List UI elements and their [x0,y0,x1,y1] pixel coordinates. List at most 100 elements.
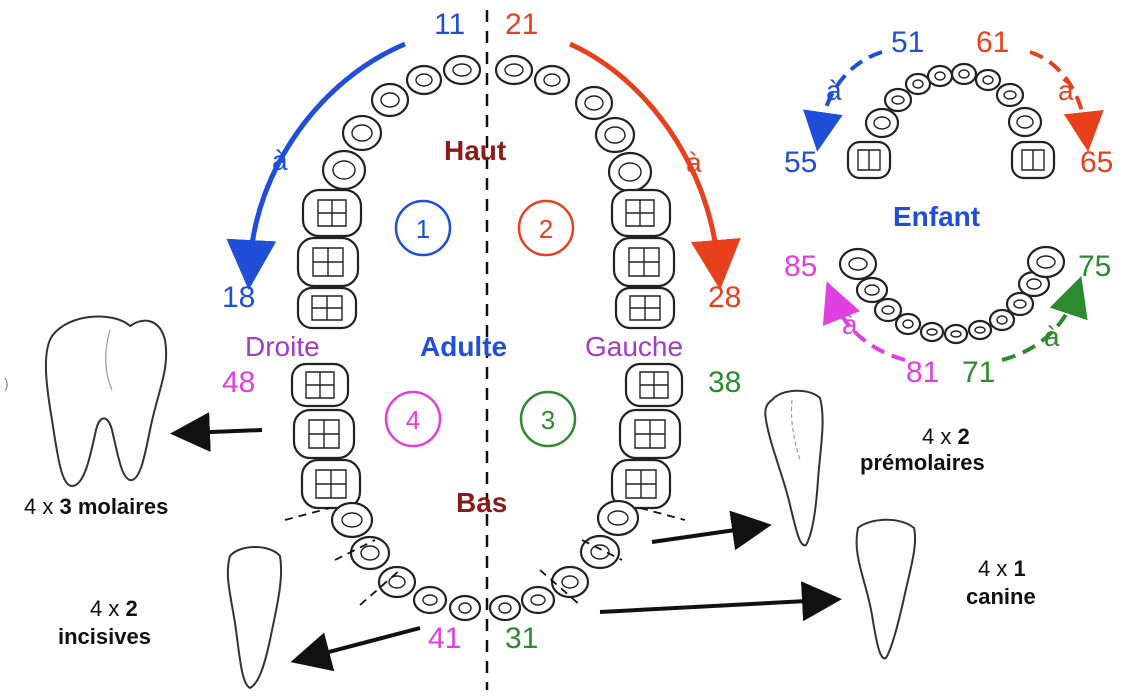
molar-icon [302,460,360,508]
tooth-icon [976,70,1000,90]
tooth-icon [343,116,381,150]
child-lower-teeth [840,247,1064,343]
caption-premolaires-line2: prémolaires [860,450,985,475]
tooth-icon [596,118,634,152]
tooth-icon [444,56,480,84]
tooth-icon [576,87,612,119]
adult-arch: 11 21 à à 18 28 Haut Bas 1 2 4 3 Droite … [222,8,741,690]
tooth-number-11: 11 [434,8,465,41]
tooth-number-21: 21 [505,8,538,41]
tooth-icon [1012,142,1054,178]
tooth-number-28: 28 [708,281,741,314]
tooth-icon [990,310,1014,330]
tooth-number-55: 55 [784,146,817,179]
caption-molaires-prefix: 4 x [24,494,59,519]
molar-icon [292,364,348,406]
tooth-number-71: 71 [962,356,995,389]
premolar-illustration [765,391,822,546]
caption-canine-line2: canine [966,584,1036,609]
label-haut: Haut [444,135,506,166]
tooth-icon [848,142,890,178]
quadrant-1: 1 [396,201,450,255]
tooth-icon [906,74,930,94]
caption-canine-line1: 4 x 1 [978,556,1026,581]
caption-canine-prefix: 4 x [978,556,1013,581]
tooth-icon [450,596,480,620]
tooth-icon [928,66,952,86]
caption-incisives-line1: 4 x 2 [90,596,138,621]
molar-icon [620,410,680,458]
quadrant-4-label: 4 [406,405,420,435]
tooth-icon [866,109,898,137]
canine-illustration [857,520,916,659]
tooth-icon [552,567,588,597]
arrow-icon [306,628,420,658]
tooth-icon [351,537,389,569]
tooth-number-18: 18 [222,281,255,314]
tooth-icon [885,89,911,111]
molar-icon [294,410,354,458]
premolar-icon [765,391,822,546]
caption-molaires: 4 x 3 molaires [24,494,168,519]
tooth-icon [997,84,1023,106]
quadrant-3-label: 3 [541,405,555,435]
molar-icon [626,364,682,406]
tooth-icon [581,536,619,568]
tooth-icon [896,314,920,334]
arrow-icon [652,527,756,542]
arrow-icon [186,430,262,433]
tooth-icon [490,596,520,620]
incisor-illustration [228,547,281,688]
caption-premolaires-num: 2 [957,424,969,449]
tooth-icon [609,153,651,191]
child-arrow-label-3: à [842,309,858,340]
tooth-icon [921,323,943,341]
molar-icon [614,238,674,286]
tooth-number-31: 31 [505,622,538,655]
tooth-number-75: 75 [1078,250,1111,283]
edge-mark: ) [4,375,9,391]
molar-icon [298,238,358,286]
quadrant-2: 2 [519,201,573,255]
tooth-icon [1009,108,1041,136]
arrow-label-left: à [272,145,288,176]
caption-canine-num: 1 [1013,556,1025,581]
tooth-icon [407,66,441,94]
tooth-icon [522,587,554,613]
child-arches: 51 61 à à 55 65 Enfant 85 75 à à 81 71 [784,26,1113,389]
label-adulte: Adulte [420,331,507,362]
tooth-number-65: 65 [1080,146,1113,179]
incisor-icon [228,547,281,688]
molar-illustration [46,317,166,486]
tooth-number-51: 51 [891,26,924,59]
quadrant-3: 3 [521,392,575,446]
tooth-number-38: 38 [708,366,741,399]
tooth-icon [496,56,532,84]
canine-icon [857,520,916,659]
tooth-icon [1028,247,1064,277]
tooth-icon [535,66,569,94]
tooth-number-61: 61 [976,26,1009,59]
tooth-number-41: 41 [428,622,461,655]
tooth-icon [323,151,365,189]
child-arrow-label-4: à [1044,321,1060,352]
arrow-label-right: à [686,147,702,178]
tooth-icon [857,278,887,302]
quadrant-2-label: 2 [539,214,553,244]
label-enfant: Enfant [893,201,980,232]
tooth-icon [875,299,901,321]
molar-icon [303,190,361,236]
child-arrow-label-1: à [826,75,842,106]
tooth-icon [372,84,408,116]
quadrant-4: 4 [386,392,440,446]
molar-icon [298,288,356,328]
arrow-icon [600,600,826,612]
tooth-number-81: 81 [906,356,939,389]
tooth-icon [969,321,991,339]
caption-incisives-prefix: 4 x [90,596,125,621]
tooth-icon [414,587,446,613]
caption-premolaires-line1: 4 x 2 [922,424,970,449]
label-droite: Droite [245,331,320,362]
tooth-number-48: 48 [222,366,255,399]
